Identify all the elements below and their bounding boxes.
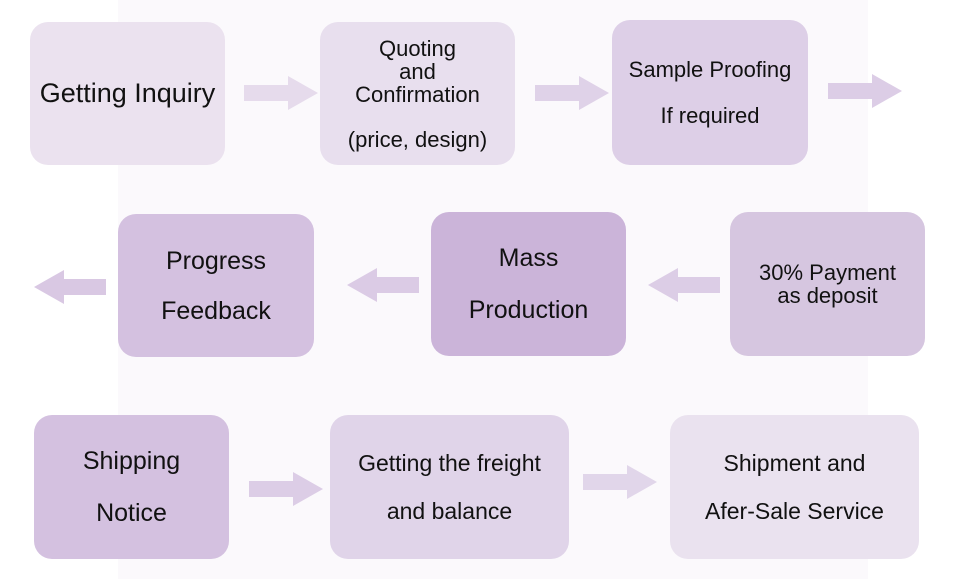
step-progress-feedback-line1: Progress xyxy=(165,246,267,275)
step-shipping-notice-line2: Notice xyxy=(96,499,167,527)
step-mass-production-line2: Production xyxy=(468,296,589,324)
step-quoting-line1: Quoting xyxy=(378,35,457,61)
arrow-right-icon xyxy=(828,74,902,108)
step-progress-feedback: Progress Feedback xyxy=(118,214,314,357)
step-shipment-service-line1: Shipment and xyxy=(723,450,866,476)
step-shipping-notice-line1: Shipping xyxy=(82,447,181,475)
step-shipment-service: Shipment and Afer-Sale Service xyxy=(670,415,919,559)
arrow-left-icon xyxy=(34,270,106,304)
arrow-right-icon xyxy=(535,76,609,110)
step-freight-balance: Getting the freight and balance xyxy=(330,415,569,559)
step-payment-deposit-line1: 30% Payment xyxy=(759,260,896,285)
step-quoting-line4: (price, design) xyxy=(347,126,488,152)
step-sample-proofing-line1: Sample Proofing xyxy=(628,56,792,82)
arrow-right-icon xyxy=(249,472,323,506)
step-freight-balance-line2: and balance xyxy=(386,498,513,524)
arrow-left-icon xyxy=(347,268,419,302)
step-payment-deposit: 30% Payment as deposit xyxy=(730,212,925,356)
step-freight-balance-line1: Getting the freight xyxy=(358,450,541,476)
step-payment-deposit-line2: as deposit xyxy=(777,283,878,308)
step-mass-production-line1: Mass xyxy=(498,244,559,272)
step-sample-proofing-line2: If required xyxy=(660,102,760,128)
step-mass-production: Mass Production xyxy=(431,212,626,356)
arrow-left-icon xyxy=(648,268,720,302)
step-progress-feedback-line2: Feedback xyxy=(161,296,271,325)
step-getting-inquiry-label: Getting Inquiry xyxy=(39,78,216,108)
step-getting-inquiry: Getting Inquiry xyxy=(30,22,225,165)
step-quoting-line3: Confirmation xyxy=(355,81,480,107)
arrow-right-icon xyxy=(583,465,657,499)
step-quoting-line2: and xyxy=(399,58,436,84)
step-shipping-notice: Shipping Notice xyxy=(34,415,229,559)
arrow-right-icon xyxy=(244,76,318,110)
step-quoting-confirmation: Quoting and Confirmation (price, design) xyxy=(320,22,515,165)
step-shipment-service-line2: Afer-Sale Service xyxy=(705,498,884,524)
step-sample-proofing: Sample Proofing If required xyxy=(612,20,808,165)
